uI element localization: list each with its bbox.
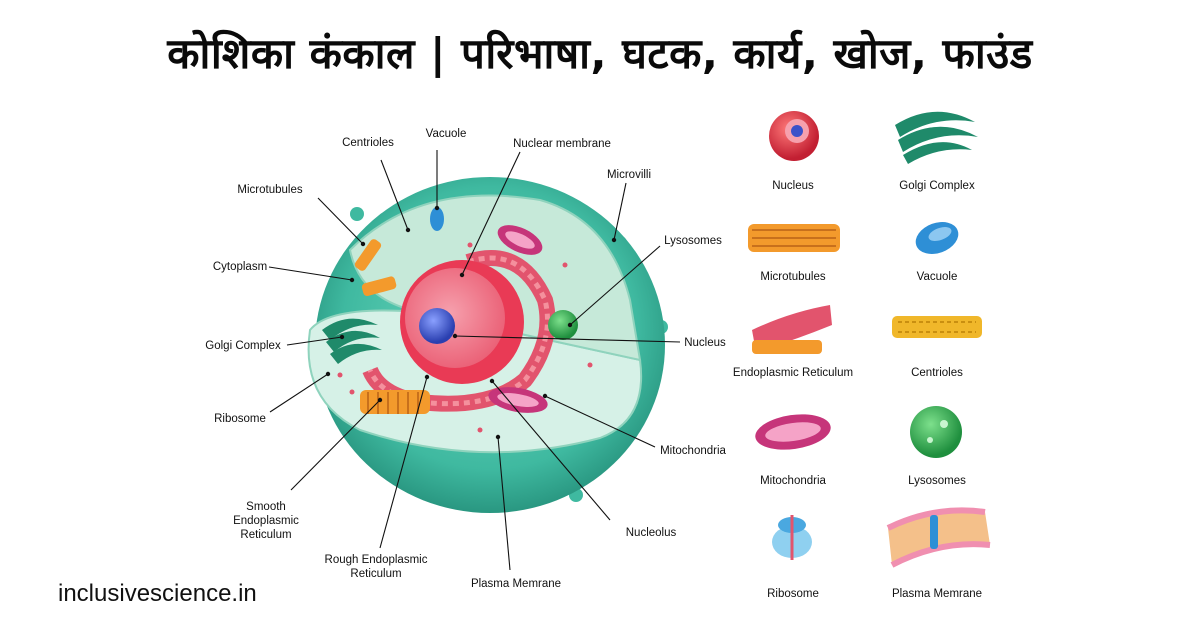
label-smooth-er-3: Reticulum [240, 529, 291, 541]
smooth-er-shape [360, 390, 430, 414]
label-lysosomes: Lysosomes [664, 235, 722, 247]
legend-label-mitochondria: Mitochondria [718, 475, 868, 487]
label-microvilli: Microvilli [607, 169, 651, 181]
legend-label-lysosomes: Lysosomes [862, 475, 1012, 487]
label-golgi: Golgi Complex [205, 340, 281, 352]
legend-er-icon [752, 305, 832, 354]
lysosome-shape [548, 310, 578, 340]
legend-mitochondria-icon [753, 410, 833, 454]
label-microtubules: Microtubules [237, 184, 302, 196]
label-mitochondria: Mitochondria [660, 445, 726, 457]
website-url: inclusivescience.in [58, 580, 257, 608]
label-nuclear-membrane: Nuclear membrane [513, 138, 611, 150]
nucleus-interior [405, 268, 505, 368]
label-centrioles: Centrioles [342, 137, 394, 149]
legend-golgi-icon [895, 112, 978, 164]
legend-label-microtubules: Microtubules [718, 271, 868, 283]
legend-label-centrioles: Centrioles [862, 367, 1012, 379]
label-ribosome: Ribosome [214, 413, 266, 425]
legend-ribosome-icon [772, 515, 812, 560]
legend-label-plasma-membrane: Plasma Memrane [862, 588, 1012, 600]
legend-vacuole-icon [911, 216, 963, 259]
legend-lysosomes-icon [910, 406, 962, 458]
legend-label-nucleus: Nucleus [718, 180, 868, 192]
legend-label-vacuole: Vacuole [862, 271, 1012, 283]
animal-cell [309, 177, 668, 513]
label-smooth-er-2: Endoplasmic [233, 515, 299, 527]
label-nucleus: Nucleus [684, 337, 726, 349]
legend-plasma-membrane-icon [888, 510, 990, 565]
label-plasma-membrane: Plasma Memrane [471, 578, 561, 590]
legend-nucleus-icon [769, 111, 819, 161]
legend-centrioles-icon [892, 316, 982, 338]
legend-label-golgi: Golgi Complex [862, 180, 1012, 192]
label-rough-er-1: Rough Endoplasmic [325, 554, 428, 566]
label-rough-er-2: Reticulum [350, 568, 401, 580]
vacuole-shape [430, 207, 444, 231]
label-cytoplasm: Cytoplasm [213, 261, 267, 273]
legend-label-er: Endoplasmic Reticulum [718, 367, 868, 379]
legend-label-ribosome: Ribosome [718, 588, 868, 600]
label-smooth-er-1: Smooth [246, 501, 286, 513]
label-nucleolus: Nucleolus [626, 527, 677, 539]
legend-microtubules-icon [748, 224, 840, 252]
nucleolus-shape [419, 308, 455, 344]
label-vacuole: Vacuole [426, 128, 467, 140]
